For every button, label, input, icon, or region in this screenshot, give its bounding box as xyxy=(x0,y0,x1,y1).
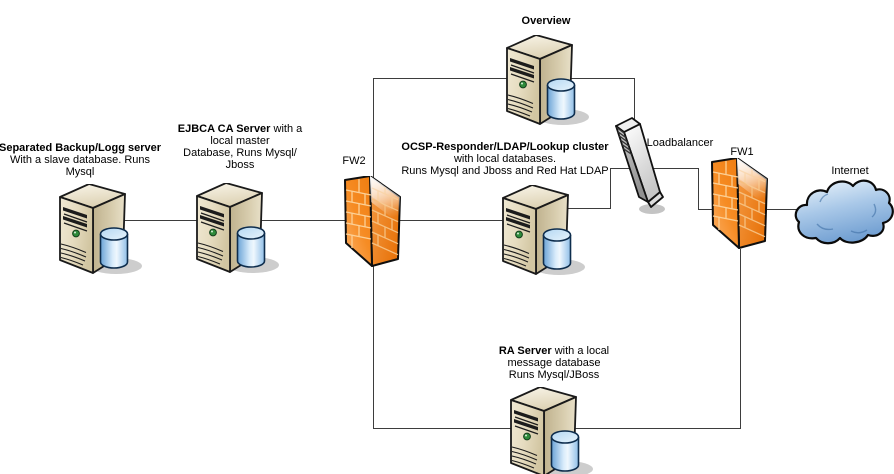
connector-top-to-loadbalancer xyxy=(634,78,635,130)
loadbalancer-label: Loadbalancer xyxy=(646,137,714,149)
ejbca-server-title: EJBCA CA Server xyxy=(177,123,271,135)
backup-server-desc: With a slave database. Runs Mysql xyxy=(9,154,151,178)
connector-ocsp-right xyxy=(566,208,611,209)
connector-loadbalancer-right xyxy=(610,168,699,169)
overview-server-icon xyxy=(506,35,592,127)
fw2-firewall-icon xyxy=(344,176,402,268)
backup-server-title: Separated Backup/Logg server xyxy=(0,142,162,154)
ocsp-server-icon xyxy=(502,185,588,277)
fw2-label: FW2 xyxy=(342,155,366,167)
ejbca-server-label: EJBCA CA Server with a local master Data… xyxy=(160,111,320,171)
connector-down-to-fw1 xyxy=(698,168,699,210)
connector-loop-top-horizontal xyxy=(373,78,635,79)
connector-fw1-internet xyxy=(766,209,802,210)
ejbca-server-icon xyxy=(196,183,282,275)
connector-fw1-bottom-vertical xyxy=(740,249,741,429)
ra-server-desc: with a local message database Runs Mysql… xyxy=(507,345,610,381)
connector-ocsp-up xyxy=(610,168,611,209)
connector-backup-ejbca-fw2-ocsp xyxy=(95,220,505,221)
ocsp-cluster-label: OCSP-Responder/LDAP/Lookup cluster with … xyxy=(380,129,630,177)
ra-server-label: RA Server with a local message database … xyxy=(454,333,654,381)
ejbca-server-desc: with a local master Database, Runs Mysql… xyxy=(183,123,303,171)
ra-server-icon xyxy=(510,387,596,474)
backup-server-icon xyxy=(59,184,145,276)
ra-server-title: RA Server xyxy=(498,345,552,357)
diagram-title: Overview xyxy=(521,15,571,27)
fw1-firewall-icon xyxy=(711,158,769,250)
ocsp-cluster-title: OCSP-Responder/LDAP/Lookup cluster xyxy=(401,141,609,153)
internet-cloud-icon xyxy=(794,174,894,254)
connector-into-fw1 xyxy=(698,209,712,210)
ocsp-cluster-desc: with local databases. Runs Mysql and Jbo… xyxy=(401,153,609,177)
backup-server-label: Separated Backup/Logg server With a slav… xyxy=(0,130,161,178)
fw1-label: FW1 xyxy=(730,146,754,158)
internet-label: Internet xyxy=(831,165,869,177)
